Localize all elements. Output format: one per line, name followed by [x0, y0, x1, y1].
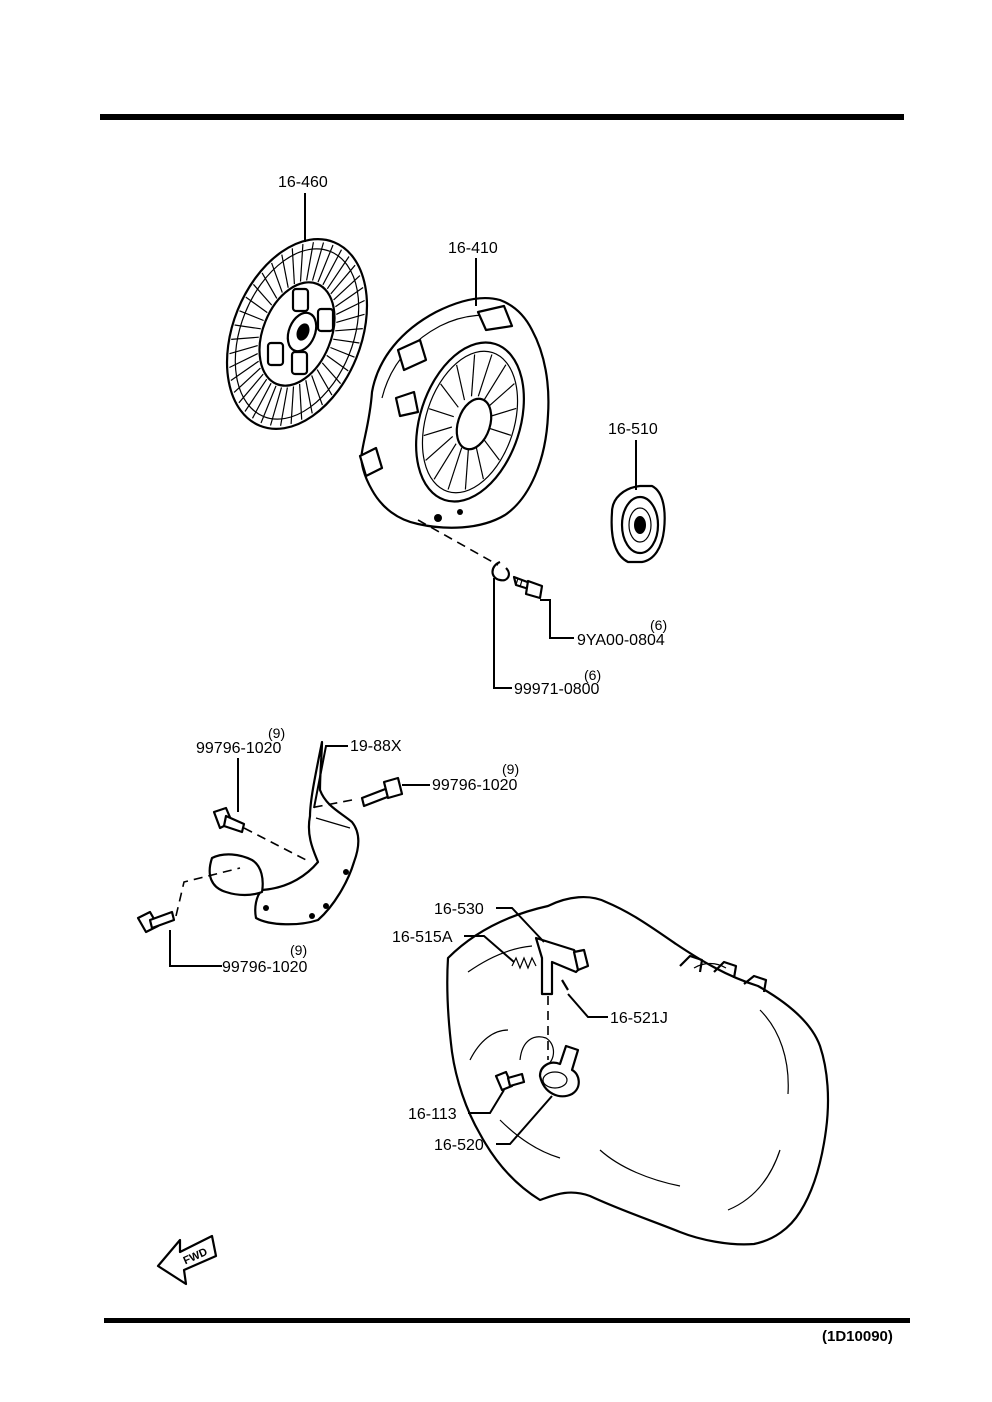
line-detail — [271, 262, 283, 293]
line-detail — [440, 383, 459, 408]
line-detail — [252, 284, 273, 306]
line-detail — [428, 408, 454, 418]
bolt-top-left — [212, 806, 246, 834]
line-detail — [239, 310, 264, 322]
label-99796-1020-top: 99796-1020 — [196, 740, 282, 757]
bottom-rule — [104, 1318, 910, 1323]
line-detail — [306, 242, 314, 281]
leader-lines — [169, 193, 637, 1145]
label-16-460: 16-460 — [278, 174, 328, 191]
line-detail — [231, 336, 259, 340]
line-detail — [330, 264, 356, 295]
line-detail — [230, 360, 259, 381]
line-detail — [305, 380, 313, 414]
line-detail — [229, 353, 258, 369]
line-detail — [261, 272, 278, 299]
line-detail — [311, 375, 323, 406]
label-16-520: 16-520 — [434, 1137, 484, 1154]
label-19-88X: 19-88X — [350, 738, 402, 755]
line-detail — [464, 447, 470, 490]
release-fork — [538, 1044, 580, 1098]
line-detail — [251, 382, 272, 419]
fwd-arrow-icon: FWD — [156, 1234, 218, 1286]
line-detail — [487, 407, 517, 418]
line-detail — [229, 345, 258, 355]
dashed-guide-bottom-left — [175, 867, 241, 917]
line-detail — [321, 362, 342, 384]
qty-99796-1020-top: (9) — [268, 725, 285, 741]
line-detail — [335, 328, 363, 332]
line-detail — [433, 443, 457, 480]
label-16-410: 16-410 — [448, 240, 498, 257]
line-detail — [281, 254, 289, 288]
line-detail — [290, 386, 295, 424]
diagram-code: (1D10090) — [822, 1328, 893, 1345]
line-detail — [470, 354, 476, 397]
line-detail — [244, 378, 268, 412]
line-detail — [333, 275, 361, 301]
clutch-dust-cover — [208, 740, 360, 926]
line-detail — [233, 367, 261, 393]
line-detail — [234, 324, 261, 330]
line-detail — [423, 426, 453, 437]
line-detail — [322, 249, 343, 286]
dashed-guide-top-right — [309, 799, 353, 809]
label-99971-0800: 99971-0800 — [514, 681, 600, 698]
release-bearing — [610, 484, 666, 564]
top-rule — [100, 114, 904, 120]
bolt-top-right — [360, 776, 404, 808]
label-16-521J: 16-521J — [610, 1010, 668, 1027]
label-16-530: 16-530 — [434, 901, 484, 918]
line-detail — [311, 242, 325, 281]
qty-9YA00-0804: (6) — [650, 617, 667, 633]
qty-99796-1020-bottom: (9) — [290, 942, 307, 958]
return-spring — [511, 956, 537, 970]
line-detail — [330, 346, 355, 358]
line-detail — [336, 299, 365, 315]
dashed-guide-washer — [417, 519, 499, 566]
line-detail — [245, 296, 268, 314]
line-detail — [280, 387, 288, 426]
cover-bolt — [512, 575, 544, 600]
label-9YA00-0804: 9YA00-0804 — [577, 632, 665, 649]
clutch-cover — [358, 297, 550, 529]
transaxle-housing — [446, 896, 830, 1246]
pin — [561, 979, 569, 991]
line-detail — [483, 364, 507, 401]
clutch-disc — [225, 238, 369, 430]
line-detail — [486, 383, 515, 409]
line-detail — [299, 244, 304, 282]
qty-99971-0800: (6) — [584, 667, 601, 683]
label-16-510: 16-510 — [608, 421, 658, 438]
line-detail — [335, 287, 364, 308]
line-detail — [269, 387, 283, 426]
line-detail — [326, 354, 349, 372]
line-detail — [336, 313, 365, 323]
label-16-113: 16-113 — [408, 1106, 457, 1123]
line-detail — [481, 436, 500, 461]
label-99796-1020-right: 99796-1020 — [432, 777, 518, 794]
label-16-515A: 16-515A — [392, 929, 453, 946]
line-detail — [299, 383, 303, 420]
line-detail — [291, 248, 295, 285]
line-detail — [425, 435, 454, 461]
line-detail — [456, 364, 466, 401]
line-detail — [260, 385, 277, 424]
fork-bolt — [494, 1070, 526, 1092]
line-detail — [447, 447, 463, 490]
release-shaft — [534, 936, 590, 996]
spring-washer — [491, 560, 510, 582]
line-detail — [477, 354, 493, 397]
line-detail — [316, 369, 333, 396]
line-detail — [326, 256, 350, 290]
line-detail — [474, 443, 484, 480]
line-detail — [238, 373, 264, 404]
line-detail — [317, 244, 334, 283]
label-99796-1020-bottom: 99796-1020 — [222, 959, 308, 976]
qty-99796-1020-right: (9) — [502, 761, 519, 777]
dashed-guide-top-left — [243, 827, 311, 863]
line-detail — [333, 338, 360, 344]
bolt-bottom-left — [136, 910, 176, 934]
